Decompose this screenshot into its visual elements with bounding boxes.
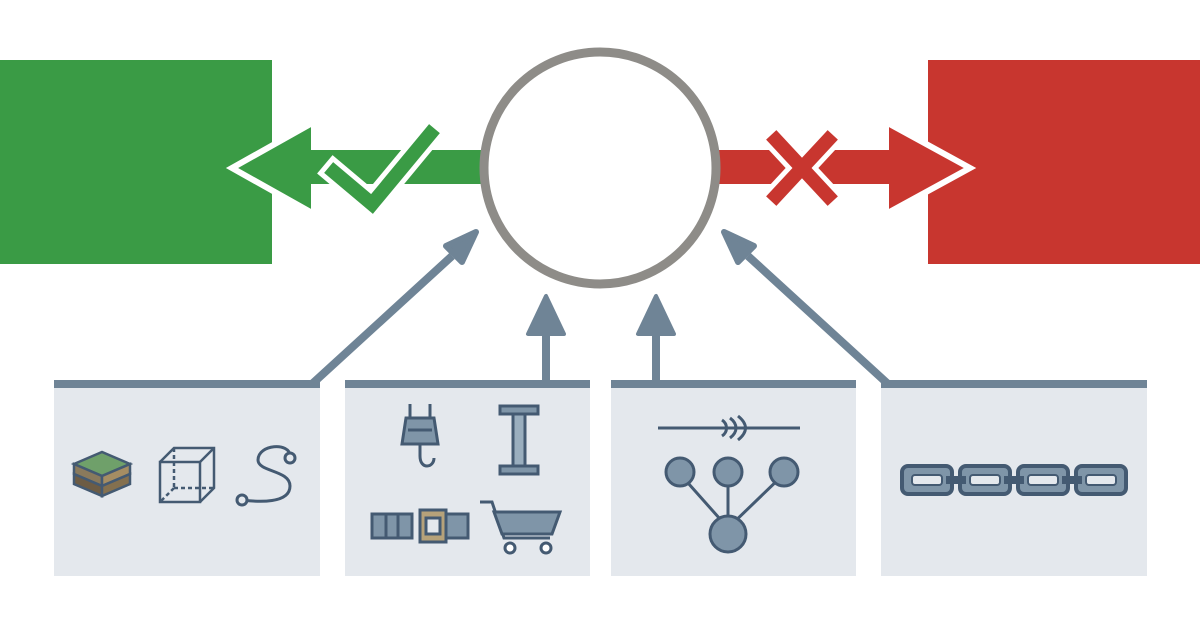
failure-arrow <box>714 116 977 220</box>
network-node-icon <box>664 456 800 554</box>
decision-circle <box>479 47 721 289</box>
connector-arrow-panel-4 <box>721 229 900 388</box>
check-mark-icon <box>317 117 447 221</box>
steel-beam-icon <box>498 404 540 476</box>
cube-icon <box>158 446 216 504</box>
signal-wire-icon <box>658 414 800 442</box>
failure-block <box>928 60 1200 264</box>
belt-buckle-icon <box>370 508 470 544</box>
shopping-cart-icon <box>480 500 563 555</box>
crane-hook-icon <box>400 404 440 468</box>
connector-arrows <box>300 229 900 388</box>
path-curve-icon <box>235 445 297 507</box>
soil-layers-icon <box>70 450 134 498</box>
cross-mark-icon <box>759 123 845 213</box>
connector-arrow-panel-2 <box>526 294 566 384</box>
success-arrow <box>225 116 486 221</box>
chain-icon <box>900 464 1128 496</box>
connector-arrow-panel-3 <box>636 294 676 384</box>
connector-arrow-panel-1 <box>300 229 479 388</box>
success-block <box>0 60 272 264</box>
